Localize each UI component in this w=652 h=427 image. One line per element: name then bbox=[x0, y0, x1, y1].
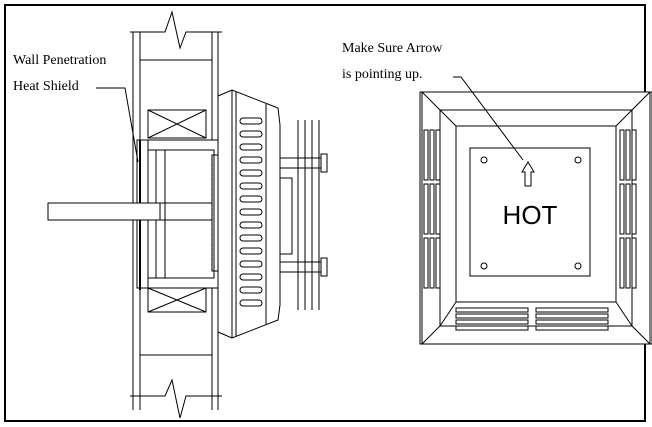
plate-screw-top-right bbox=[574, 156, 582, 164]
plate-screw-bottom-right bbox=[574, 262, 582, 270]
right-louvers bbox=[619, 129, 637, 289]
side-view bbox=[47, 10, 328, 419]
pipe bbox=[47, 202, 212, 221]
vent-hood-side bbox=[217, 89, 328, 339]
arrow-note-line1: Make Sure Arrow bbox=[342, 41, 443, 56]
side-louvers bbox=[239, 117, 263, 307]
wall-section bbox=[130, 10, 222, 419]
plate-screw-bottom-left bbox=[480, 262, 488, 270]
heat-shield-label-line1: Wall Penetration bbox=[13, 53, 106, 68]
hot-label: HOT bbox=[503, 200, 558, 230]
front-view: HOT bbox=[419, 76, 652, 345]
arrow-note-line2: is pointing up. bbox=[342, 67, 423, 82]
heat-shield-leader bbox=[96, 87, 139, 163]
left-louvers bbox=[423, 129, 441, 289]
arrow-note-leader bbox=[453, 76, 524, 161]
plate-screw-top-left bbox=[480, 156, 488, 164]
bottom-louvers bbox=[455, 307, 609, 331]
up-arrow-icon bbox=[521, 161, 535, 187]
top-break-mark bbox=[130, 10, 222, 50]
heat-shield-label-line2: Heat Shield bbox=[13, 79, 79, 94]
bottom-break-mark bbox=[130, 378, 222, 419]
